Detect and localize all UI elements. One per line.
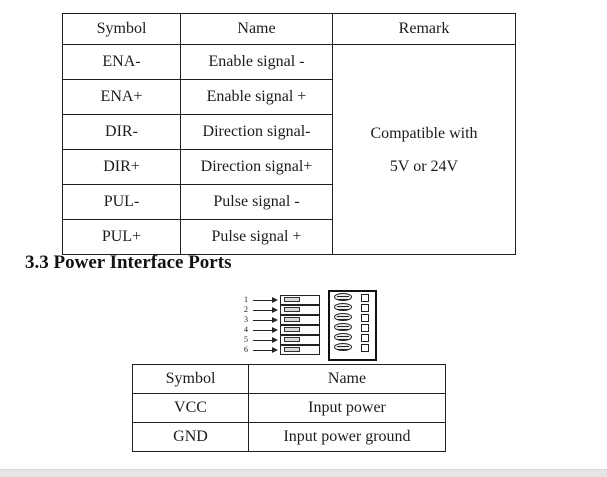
screw-terminal-icon xyxy=(334,333,352,341)
terminal-opening-icon xyxy=(284,337,300,342)
symbol-cell: PUL- xyxy=(62,184,181,220)
connector-diagram: 1 2 3 4 5 6 xyxy=(240,290,380,361)
terminal-slot-icon xyxy=(280,315,320,325)
arrow-icon xyxy=(253,346,278,353)
signal-table: Symbol Name Remark ENA- Enable signal - … xyxy=(62,13,516,255)
contact-pin-icon xyxy=(361,314,369,322)
section-heading: 3.3 Power Interface Ports xyxy=(25,252,232,273)
terminal-opening-icon xyxy=(284,327,300,332)
name-cell: Enable signal + xyxy=(180,79,333,115)
signal-header-name: Name xyxy=(180,13,333,45)
name-cell: Pulse signal - xyxy=(180,184,333,220)
remark-cell: Compatible with 5V or 24V xyxy=(332,44,516,255)
symbol-cell: DIR+ xyxy=(62,149,181,185)
terminal-slot-icon xyxy=(280,345,320,355)
pin-row: 1 xyxy=(240,295,320,305)
screw-terminal-icon xyxy=(334,303,352,311)
pin-number: 6 xyxy=(244,345,248,354)
contact-pin-icon xyxy=(361,304,369,312)
screw-terminal-icon xyxy=(334,323,352,331)
symbol-cell: ENA+ xyxy=(62,79,181,115)
remark-line: Compatible with xyxy=(370,124,478,142)
arrow-icon xyxy=(253,326,278,333)
power-table-header-row: Symbol Name xyxy=(132,364,446,394)
remark-line: 5V or 24V xyxy=(389,157,459,175)
name-cell: Enable signal - xyxy=(180,44,333,80)
pin-row: 3 xyxy=(240,315,320,325)
table-row: ENA+ Enable signal + xyxy=(62,79,516,115)
pin-number: 2 xyxy=(244,305,248,314)
name-cell: Pulse signal + xyxy=(180,219,333,255)
name-cell: Input power xyxy=(248,393,446,423)
terminal-opening-icon xyxy=(284,297,300,302)
screw-terminal-icon xyxy=(334,313,352,321)
pin-number: 3 xyxy=(244,315,248,324)
signal-header-remark: Remark xyxy=(332,13,516,45)
pin-row: 2 xyxy=(240,305,320,315)
name-cell: Input power ground xyxy=(248,422,446,452)
arrow-icon xyxy=(253,306,278,313)
pin-row: 4 xyxy=(240,325,320,335)
terminal-opening-icon xyxy=(284,307,300,312)
contact-pin-icon xyxy=(361,344,369,352)
pin-number: 4 xyxy=(244,325,248,334)
pin-number: 5 xyxy=(244,335,248,344)
table-row: PUL- Pulse signal - xyxy=(62,184,516,220)
table-row: DIR- Direction signal- xyxy=(62,114,516,150)
contact-pin-icon xyxy=(361,334,369,342)
signal-header-symbol: Symbol xyxy=(62,13,181,45)
symbol-cell: GND xyxy=(132,422,249,452)
table-row: ENA- Enable signal - Compatible with 5V … xyxy=(62,44,516,255)
arrow-icon xyxy=(253,316,278,323)
terminal-slot-icon xyxy=(280,295,320,305)
terminal-opening-icon xyxy=(284,317,300,322)
signal-table-header-row: Symbol Name Remark xyxy=(62,13,516,45)
power-header-symbol: Symbol xyxy=(132,364,249,394)
terminal-slot-icon xyxy=(280,335,320,345)
power-header-name: Name xyxy=(248,364,446,394)
symbol-cell: PUL+ xyxy=(62,219,181,255)
contact-pin-icon xyxy=(361,324,369,332)
terminal-slot-icon xyxy=(280,305,320,315)
connector-body xyxy=(328,290,377,361)
footer-bar xyxy=(0,469,607,477)
table-row: VCC Input power xyxy=(132,393,446,423)
screw-terminal-icon xyxy=(334,343,352,351)
table-row: PUL+ Pulse signal + xyxy=(62,219,516,255)
table-row: GND Input power ground xyxy=(132,422,446,452)
symbol-cell: DIR- xyxy=(62,114,181,150)
arrow-icon xyxy=(253,336,278,343)
power-table: Symbol Name VCC Input power GND Input po… xyxy=(132,364,446,452)
arrow-icon xyxy=(253,296,278,303)
symbol-cell: ENA- xyxy=(62,44,181,80)
pin-number: 1 xyxy=(244,295,248,304)
pin-row: 6 xyxy=(240,345,320,355)
name-cell: Direction signal- xyxy=(180,114,333,150)
pin-row: 5 xyxy=(240,335,320,345)
contact-pin-icon xyxy=(361,294,369,302)
screw-terminal-icon xyxy=(334,293,352,301)
terminal-opening-icon xyxy=(284,347,300,352)
table-row: DIR+ Direction signal+ xyxy=(62,149,516,185)
terminal-slot-icon xyxy=(280,325,320,335)
symbol-cell: VCC xyxy=(132,393,249,423)
name-cell: Direction signal+ xyxy=(180,149,333,185)
